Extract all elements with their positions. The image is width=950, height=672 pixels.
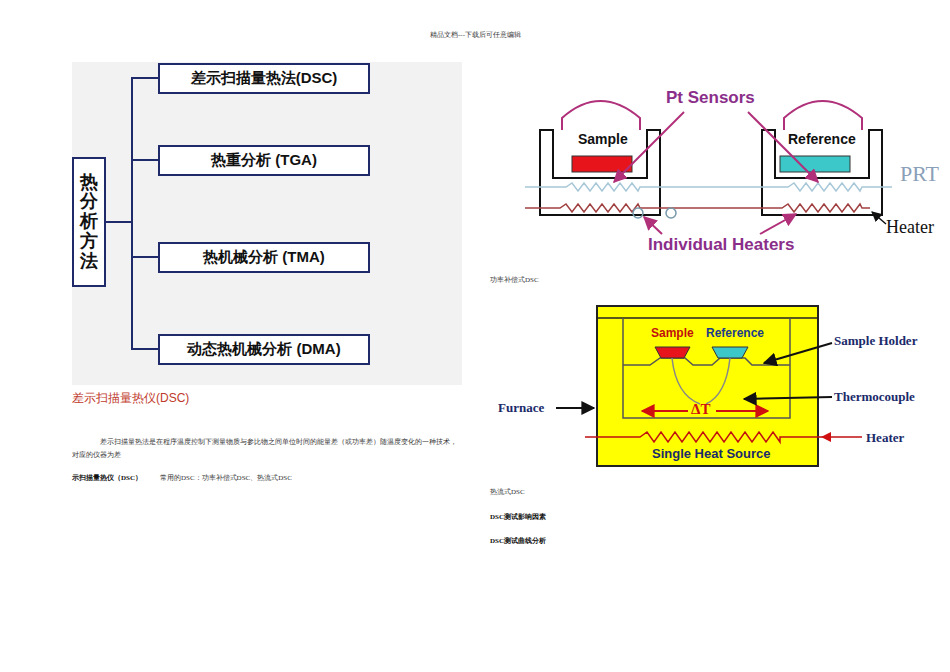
drawing-path (623, 358, 790, 365)
node-text: 热分析方法 (80, 173, 98, 272)
part-label: PRT (900, 161, 939, 187)
drawing-path (655, 347, 690, 358)
tree-connector (106, 222, 158, 349)
part-label: Pt Sensors (666, 88, 755, 108)
body-text: 常用的DSC：功率补偿式DSC、热流式DSC (160, 474, 292, 482)
drawing-rect (597, 306, 818, 466)
drawing-line (744, 397, 832, 399)
part-label: Single Heat Source (652, 446, 770, 462)
drawing-path (525, 183, 892, 191)
drawing-rect (780, 156, 850, 172)
figure-caption: 热流式DSC (490, 488, 525, 496)
drawing-line (764, 343, 832, 363)
figure-caption: 功率补偿式DSC (490, 276, 539, 284)
drawing-path (623, 318, 790, 418)
node-text: 热机械分析 (TMA) (203, 248, 325, 267)
drawing-rect (72, 62, 462, 385)
part-label: Sample Holder (834, 333, 917, 349)
drawing-path (585, 432, 822, 442)
tree-connector (106, 78, 158, 222)
branch-box: 热机械分析 (TMA) (158, 242, 370, 273)
drawing-path (712, 347, 748, 358)
body-text: 示扫描量热仪（DSC） (72, 474, 142, 482)
drawing-line (716, 410, 768, 412)
part-label: Reference (706, 326, 764, 340)
drawing-line (642, 410, 688, 412)
drawing-path (540, 130, 660, 215)
drawing-line (760, 214, 796, 234)
section-heading: 差示扫描量热仪(DSC) (72, 391, 189, 405)
drawing-line (556, 407, 594, 409)
body-paragraph: 差示扫描量热法是在程序温度控制下测量物质与参比物之间单位时间的能量差（或功率差）… (72, 436, 462, 463)
drawing-rect (572, 156, 632, 172)
drawing-path (672, 358, 730, 404)
drawing-line (644, 217, 662, 234)
drawing-path (525, 204, 870, 212)
drawing-line (822, 436, 862, 438)
node-text: 热重分析 (TGA) (211, 151, 317, 170)
branch-box: 热重分析 (TGA) (158, 145, 370, 176)
section-heading: DSC测试影响因素 (490, 513, 546, 521)
drawing-circle (633, 208, 643, 218)
drawing-circle (666, 208, 676, 218)
drawing-line (597, 317, 818, 319)
dimension-label: ΔT (691, 400, 710, 418)
part-label: Thermocouple (834, 389, 915, 405)
part-label: Heater (886, 217, 934, 239)
part-label: Heater (866, 430, 904, 446)
page-header: 精品文档---下载后可任意编辑 (430, 31, 521, 39)
drawing-line (872, 212, 886, 224)
branch-box: 差示扫描量热法(DSC) (158, 63, 370, 94)
root-box: 热分析方法 (72, 157, 106, 287)
node-text: 差示扫描量热法(DSC) (191, 69, 338, 88)
part-label: Furnace (498, 400, 544, 416)
tree-connector (106, 160, 158, 222)
drawing-path (784, 101, 862, 130)
part-label: Individual Heaters (648, 235, 794, 255)
node-text: 动态热机械分析 (DMA) (187, 340, 340, 359)
section-heading: DSC测试曲线分析 (490, 537, 546, 545)
drawing-path (562, 101, 640, 130)
part-label: Reference (788, 131, 856, 148)
branch-box: 动态热机械分析 (DMA) (158, 334, 370, 365)
part-label: Sample (651, 326, 694, 340)
part-label: Sample (578, 131, 628, 148)
